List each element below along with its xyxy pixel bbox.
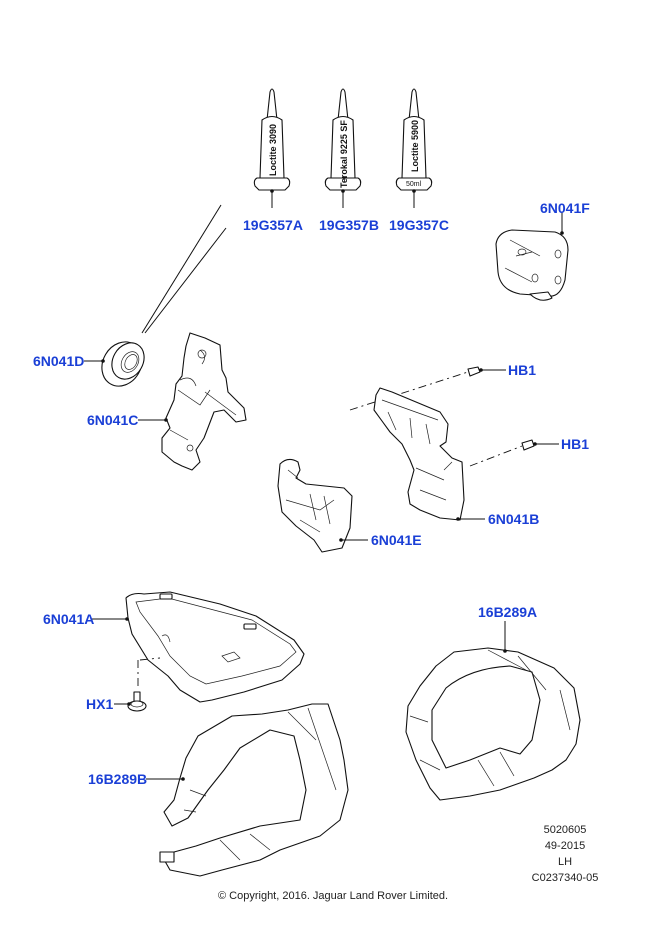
part-6N041F-cover [495, 212, 569, 301]
part-6N041D-seal [84, 204, 227, 387]
part-HX1-drain-plug [114, 691, 147, 712]
copyright-notice: © Copyright, 2016. Jaguar Land Rover Lim… [218, 890, 449, 902]
catalogue-code: C0237340-05 [531, 872, 599, 884]
model-year: 49-2015 [544, 840, 586, 852]
callout-6N041B[interactable]: 6N041B [488, 511, 540, 527]
tube-b-label: Terokal 9225 SF [339, 120, 349, 188]
callout-HX1[interactable]: HX1 [86, 696, 114, 712]
sealant-tube-c: Loctite 5900 50ml [395, 88, 433, 208]
callout-HB1-lower[interactable]: HB1 [561, 436, 590, 452]
callout-6N041E[interactable]: 6N041E [371, 532, 422, 548]
tube-c-label: Loctite 5900 [410, 120, 420, 172]
part-6N041C-cover [138, 332, 247, 471]
tube-a-label: Loctite 3090 [268, 124, 278, 176]
callout-6N041A[interactable]: 6N041A [43, 611, 95, 627]
bolts-HB1 [349, 366, 559, 467]
callout-19G357C[interactable]: 19G357C [389, 217, 449, 233]
callout-16B289A[interactable]: 16B289A [478, 604, 538, 620]
part-16B289A-shield [405, 621, 581, 801]
part-6N041A-oil-pan [92, 591, 305, 703]
tube-c-volume: 50ml [406, 181, 422, 188]
callout-19G357A[interactable]: 19G357A [243, 217, 303, 233]
part-16B289B-shield [146, 703, 349, 877]
callout-6N041D[interactable]: 6N041D [33, 353, 85, 369]
sealant-tube-b: Terokal 9225 SF [324, 88, 362, 208]
callout-HB1-upper[interactable]: HB1 [508, 362, 537, 378]
callout-6N041F[interactable]: 6N041F [540, 200, 590, 216]
drive-side: LH [557, 856, 573, 868]
callout-16B289B[interactable]: 16B289B [88, 771, 148, 787]
part-6N041B-cover [373, 387, 485, 521]
callout-19G357B[interactable]: 19G357B [319, 217, 379, 233]
part-6N041E-cover [277, 458, 368, 553]
sealant-tube-a: Loctite 3090 [253, 88, 291, 208]
callout-6N041C[interactable]: 6N041C [87, 412, 139, 428]
illustration-number: 5020605 [543, 824, 587, 836]
